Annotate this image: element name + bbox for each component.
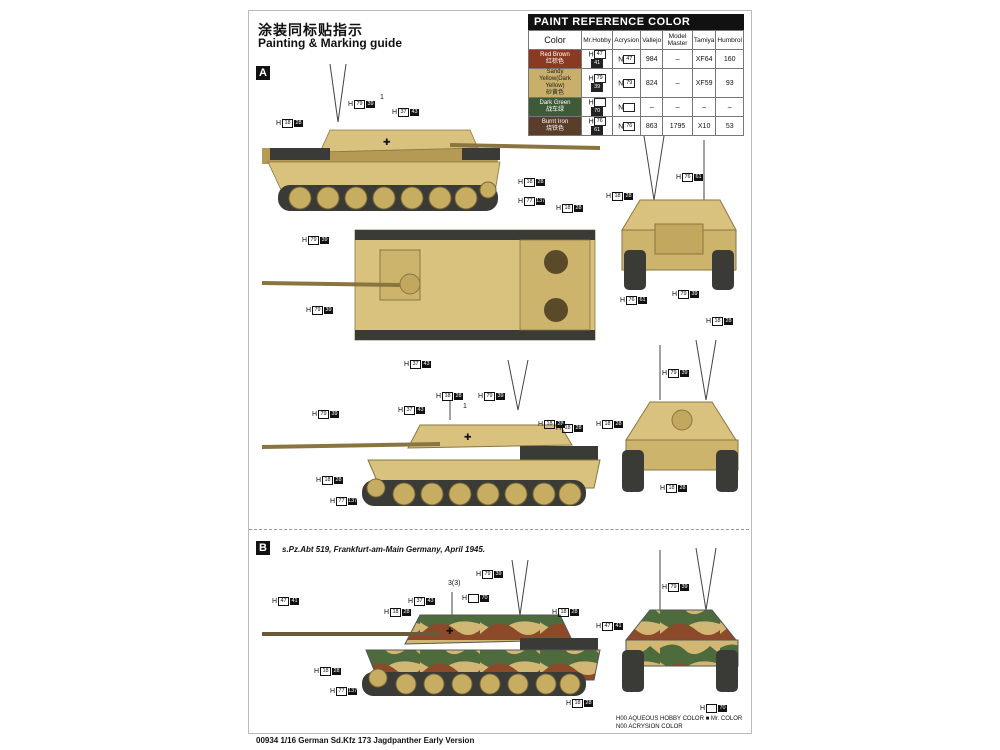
swatch-burnt-iron: Burnt Iron 烧铁色 <box>528 116 582 136</box>
svg-text:✚: ✚ <box>383 137 391 147</box>
swatch-sandy-yellow: Sandy Yellow(Dark Yellow) 砂黄色 <box>528 68 582 98</box>
paint-reference-table: PAINT REFERENCE COLOR Color Mr.Hobby Acr… <box>528 14 744 136</box>
tank-b-side: ✚ <box>262 559 601 696</box>
paint-table-grid: Color Mr.Hobby Acrysion Vallejo Model Ma… <box>528 30 744 136</box>
title-chinese: 涂装同标贴指示 <box>258 23 363 39</box>
tank-a-top <box>261 229 596 341</box>
title-english: Painting & Marking guide <box>258 36 403 50</box>
footer-product-line: 00934 1/16 German Sd.Kfz 173 Jagdpanther… <box>256 736 475 745</box>
decal-number-b: 3(3) <box>448 580 461 587</box>
tank-a-rear <box>622 339 739 492</box>
section-b-caption: s.Pz.Abt 519, Frankfurt-am-Main Germany,… <box>282 545 486 554</box>
section-divider <box>249 529 749 530</box>
legend: H00 AQUEOUS HOBBY COLOR ■ Mr. COLOR N00 … <box>616 716 743 730</box>
svg-text:✚: ✚ <box>446 626 454 636</box>
paint-reference-title: PAINT REFERENCE COLOR <box>528 14 744 30</box>
decal-number-a: 1 <box>380 94 384 101</box>
svg-text:✚: ✚ <box>464 432 472 442</box>
section-a-label: A <box>256 66 270 80</box>
tank-b-rear <box>622 547 739 692</box>
swatch-red-brown: Red Brown 红棕色 <box>528 49 582 69</box>
table-row: Dark Green 战车绿 H70 N – – – – <box>528 97 744 117</box>
tank-a-side-right: ✚ <box>262 63 601 211</box>
tank-a-side-left: ✚ <box>261 359 601 506</box>
section-b-label: B <box>256 541 270 555</box>
col-header-mrhobby: Mr.Hobby <box>580 30 614 50</box>
tank-a-front <box>621 135 737 290</box>
col-header-modelmaster: Model Master <box>662 30 693 50</box>
decal-number-a2: 1 <box>463 403 467 410</box>
